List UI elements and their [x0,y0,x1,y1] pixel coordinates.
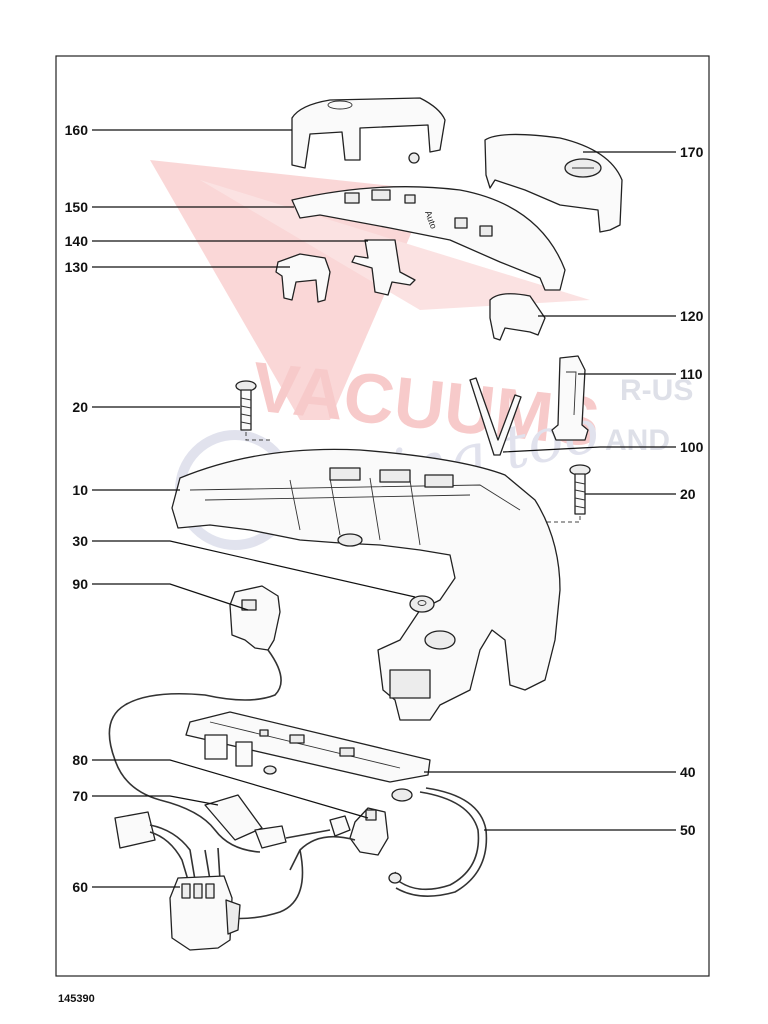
watermark-and: AND [605,424,670,457]
callout-150: 150 [65,199,89,215]
callout-140: 140 [65,233,89,249]
part-90-socket [108,585,282,801]
part-140-slider [351,239,416,296]
watermark-rus: R-US [620,374,693,407]
callout-30: 30 [72,533,88,549]
callout-160: 160 [65,122,89,138]
callout-110: 110 [680,366,703,382]
part-80-microswitch [289,807,389,871]
callout-90: 90 [72,576,88,592]
part-110-latch [551,355,589,441]
part-150-button-panel: Auto [291,186,566,291]
part-50-cable [388,787,488,897]
part-130-switch [275,253,331,303]
callout-80: 80 [72,752,88,768]
callout-170: 170 [680,144,704,160]
callout-10: 10 [72,482,88,498]
callout-labels: 160 150 140 130 20 10 30 90 80 70 60 170… [65,122,704,895]
callout-130: 130 [65,259,89,275]
drawing-frame [55,55,710,977]
callout-20-right: 20 [680,486,696,502]
part-30-grommet [409,595,435,613]
callout-70: 70 [72,788,88,804]
part-10-chassis [171,448,561,721]
leader-lines [92,129,676,888]
part-170-cap [484,133,623,233]
part-20-screw-left [235,380,270,441]
callout-40: 40 [680,764,696,780]
callout-20-left: 20 [72,399,88,415]
callout-100: 100 [680,439,704,455]
part-160-top-cover [291,97,446,169]
callout-50: 50 [680,822,696,838]
part-40-circuit-board [185,711,431,802]
part-20-screw-right [545,464,591,523]
part-100-spring [469,377,522,456]
callout-120: 120 [680,308,704,324]
callout-60: 60 [72,879,88,895]
part-120-button [489,293,546,341]
part-60-connector [114,811,241,951]
drawing-code: 145390 [58,993,95,1005]
